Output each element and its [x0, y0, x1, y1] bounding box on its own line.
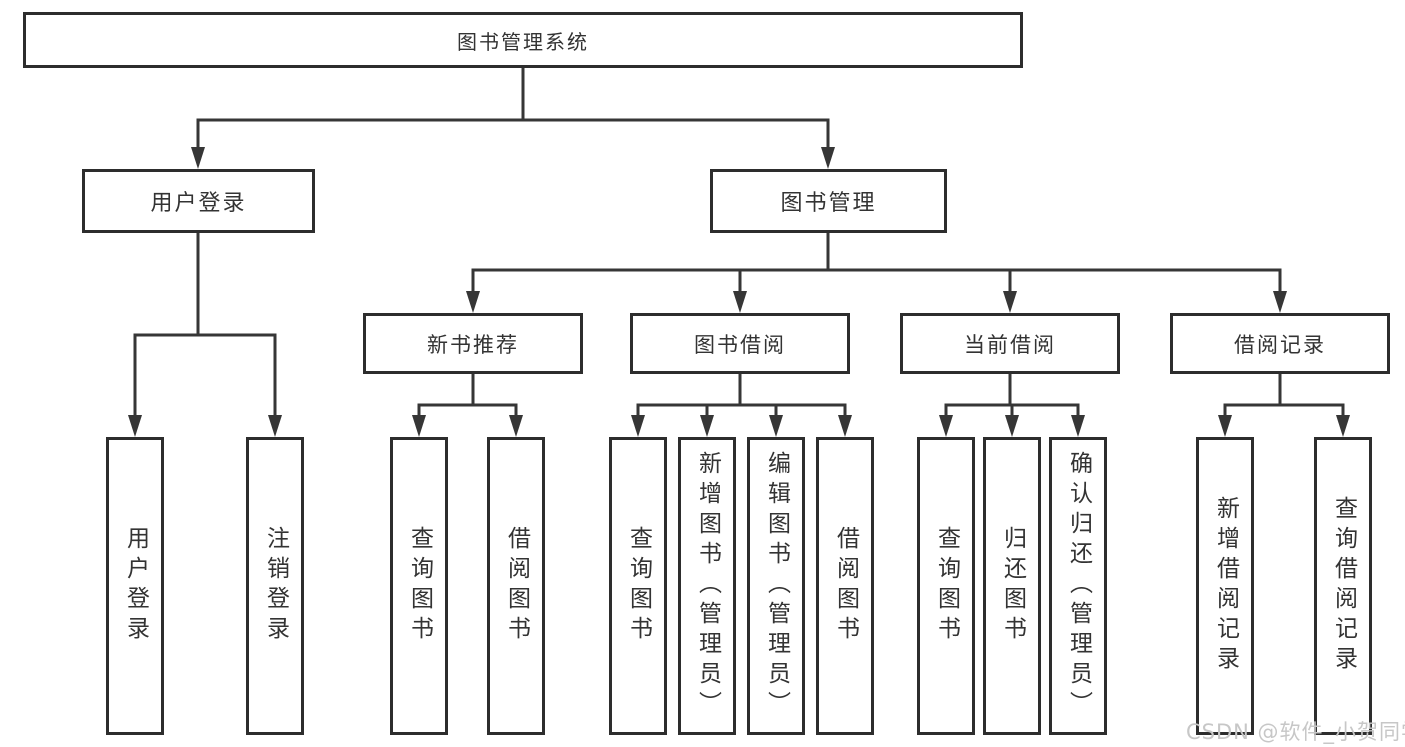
node-leaf-logout: 注销登录	[246, 437, 304, 735]
node-user-login: 用户登录	[82, 169, 315, 233]
node-book-management: 图书管理	[710, 169, 947, 233]
node-leaf-query-books-recommend: 查询图书	[390, 437, 448, 735]
node-leaf-edit-books-admin: 编辑图书（管理员）	[747, 437, 805, 735]
node-leaf-borrow-books-recommend: 借阅图书	[487, 437, 545, 735]
node-root-library-system: 图书管理系统	[23, 12, 1023, 68]
node-book-borrow: 图书借阅	[630, 313, 850, 374]
node-leaf-return-books: 归还图书	[983, 437, 1041, 735]
node-new-book-recommend: 新书推荐	[363, 313, 583, 374]
node-leaf-confirm-return-admin: 确认归还（管理员）	[1049, 437, 1107, 735]
node-leaf-query-books-current: 查询图书	[917, 437, 975, 735]
node-leaf-borrow-books: 借阅图书	[816, 437, 874, 735]
node-leaf-query-books-borrow: 查询图书	[609, 437, 667, 735]
csdn-watermark: CSDN @软件_小贺同学	[1186, 720, 1405, 744]
node-leaf-add-borrow-record: 新增借阅记录	[1196, 437, 1254, 735]
node-borrow-records: 借阅记录	[1170, 313, 1390, 374]
node-leaf-user-login: 用户登录	[106, 437, 164, 735]
node-current-borrow: 当前借阅	[900, 313, 1120, 374]
node-leaf-query-borrow-record: 查询借阅记录	[1314, 437, 1372, 735]
node-leaf-add-books-admin: 新增图书（管理员）	[678, 437, 736, 735]
